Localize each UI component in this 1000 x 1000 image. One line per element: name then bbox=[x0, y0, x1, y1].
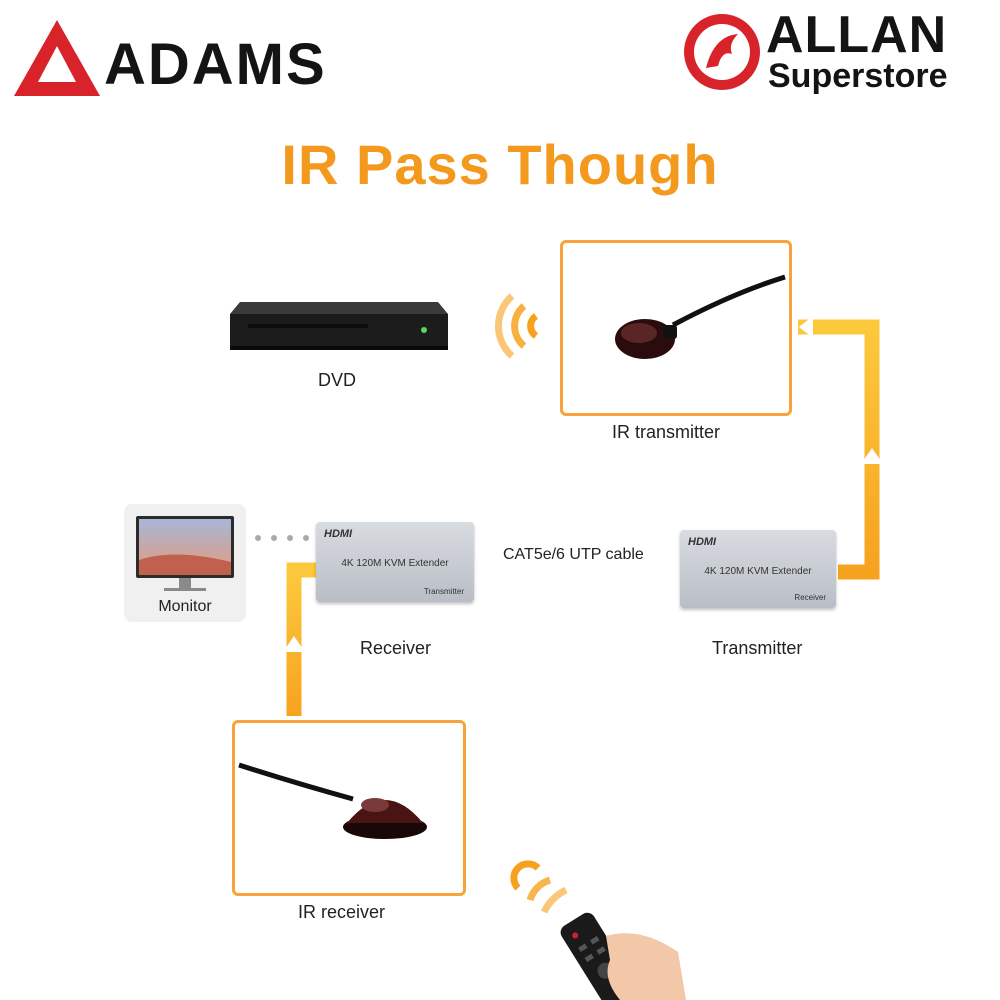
adams-wordmark: ADAMS bbox=[104, 32, 327, 97]
speed-label: 120M bbox=[562, 566, 598, 582]
ir-transmitter-image bbox=[615, 274, 786, 359]
hdmi-logo: HDMI bbox=[324, 528, 353, 540]
device-model: 4K 120M KVM Extender bbox=[341, 558, 449, 569]
dvd-player-image bbox=[230, 302, 448, 350]
ir-transmitter-label: IR transmitter bbox=[612, 422, 721, 442]
dotted-link bbox=[255, 535, 309, 541]
dvd-label: DVD bbox=[318, 370, 357, 390]
wireless-signal-icon bbox=[495, 293, 539, 359]
hdmi-logo: HDMI bbox=[688, 536, 717, 548]
superstore-wordmark: Superstore bbox=[768, 57, 948, 95]
device-side-label: Transmitter bbox=[423, 587, 464, 596]
path-arrow bbox=[799, 316, 813, 338]
transmitter-label: Transmitter bbox=[712, 638, 803, 658]
receiver-device: HDMI 4K 120M KVM Extender Transmitter bbox=[316, 522, 474, 602]
page-title: IR Pass Though bbox=[281, 133, 719, 196]
path-arrow bbox=[480, 564, 494, 580]
adams-triangle-icon bbox=[14, 20, 100, 96]
receiver-label: Receiver bbox=[360, 638, 432, 658]
ir-receiver-box bbox=[232, 720, 466, 896]
dragon-emblem-icon bbox=[684, 14, 760, 90]
path-arrow bbox=[283, 636, 305, 652]
monitor-image bbox=[136, 516, 234, 591]
ir-receiver-label: IR receiver bbox=[298, 902, 386, 922]
path-arrow bbox=[861, 448, 883, 464]
device-model: 4K 120M KVM Extender bbox=[704, 566, 812, 577]
ir-receiver-image bbox=[238, 762, 427, 839]
path-ir-receiver-to-receiver bbox=[286, 562, 318, 716]
device-side-label: Receiver bbox=[794, 593, 826, 602]
monitor-label: Monitor bbox=[158, 598, 212, 615]
monitor-card: Monitor bbox=[124, 504, 246, 622]
transmitter-device: HDMI 4K 120M KVM Extender Receiver bbox=[680, 530, 836, 608]
path-arrow bbox=[663, 564, 677, 580]
ir-transmitter-box bbox=[560, 240, 792, 416]
cable-label: CAT5e/6 UTP cable bbox=[503, 546, 644, 563]
adams-logo: ADAMS bbox=[12, 18, 402, 98]
remote-control-image bbox=[510, 860, 686, 1000]
allan-superstore-logo: ALLAN Superstore bbox=[680, 8, 1000, 98]
allan-wordmark: ALLAN bbox=[766, 6, 948, 64]
